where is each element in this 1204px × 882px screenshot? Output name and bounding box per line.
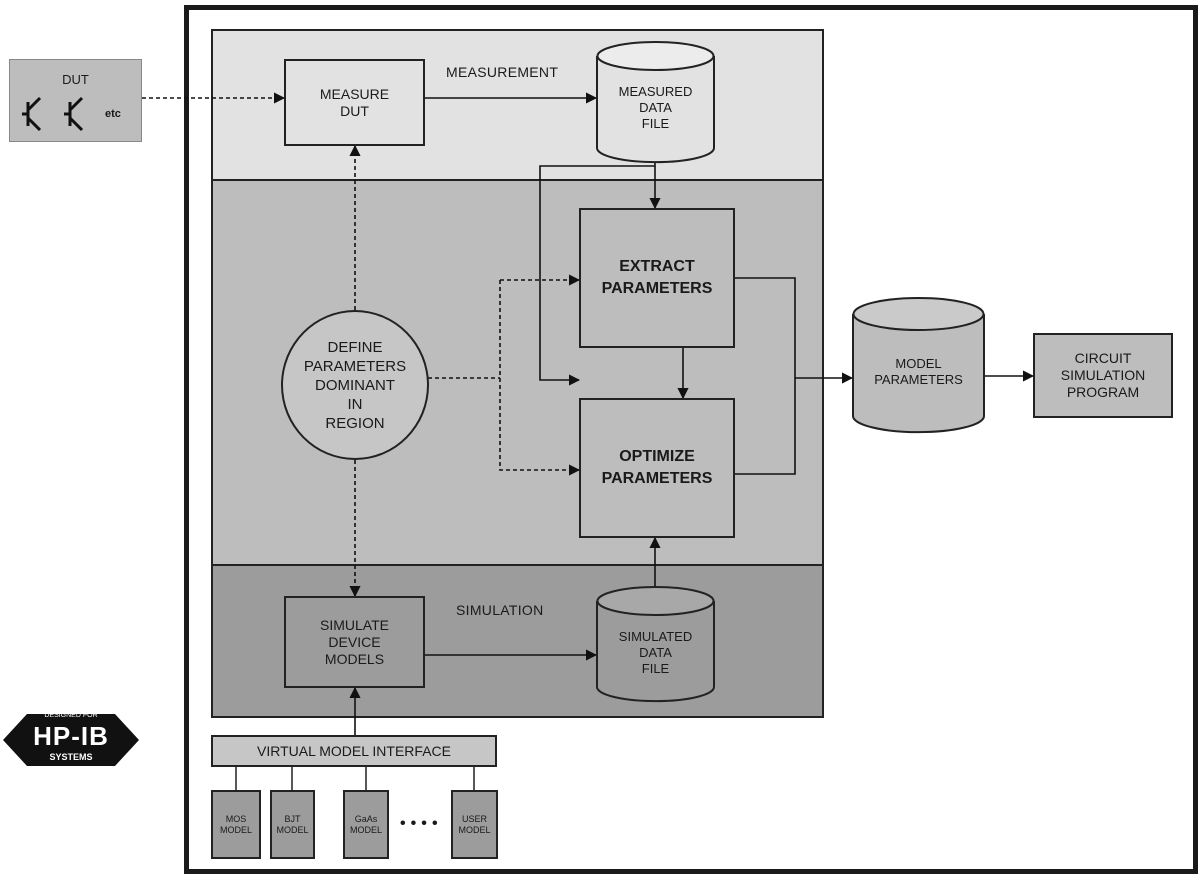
circuit-simulation-box: CIRCUIT SIMULATION PROGRAM <box>1033 333 1173 418</box>
model-parameters-cylinder: MODEL PARAMETERS <box>852 296 985 434</box>
gaas-model-box: GaAs MODEL <box>343 790 389 859</box>
virtual-model-interface-box: VIRTUAL MODEL INTERFACE <box>211 735 497 767</box>
hp-ib-logo-shape <box>3 714 139 766</box>
simulated-data-file-cylinder: SIMULATED DATA FILE <box>596 585 715 703</box>
simulate-device-models-box: SIMULATE DEVICE MODELS <box>284 596 425 688</box>
hp-ib-logo: DESIGNED FOR HP-IB SYSTEMS <box>3 708 139 772</box>
hp-ib-logo-bottom: SYSTEMS <box>49 752 93 762</box>
extract-parameters-box: EXTRACT PARAMETERS <box>579 208 735 348</box>
hp-ib-logo-main: HP-IB <box>33 721 109 751</box>
measured-data-file-cylinder: MEASURED DATA FILE <box>596 40 715 164</box>
measure-dut-box: MEASURE DUT <box>284 59 425 146</box>
simulated-data-file-label: SIMULATED DATA FILE <box>618 629 693 676</box>
cylinder-shape <box>852 297 985 434</box>
dut-box: DUT etc <box>9 59 142 142</box>
user-model-box: USER MODEL <box>451 790 498 859</box>
dut-label: DUT <box>62 72 89 87</box>
optimize-parameters-box: OPTIMIZE PARAMETERS <box>579 398 735 538</box>
measured-data-file-label: MEASURED DATA FILE <box>618 84 693 131</box>
model-parameters-label: MODEL PARAMETERS <box>874 356 963 387</box>
mos-model-box: MOS MODEL <box>211 790 261 859</box>
cylinder-shape <box>596 41 715 164</box>
transistor-icon <box>22 96 84 132</box>
ellipsis: • • • • <box>400 815 438 832</box>
simulation-label: SIMULATION <box>456 602 544 618</box>
measurement-label: MEASUREMENT <box>446 64 559 80</box>
bjt-model-box: BJT MODEL <box>270 790 315 859</box>
define-parameters-circle: DEFINE PARAMETERS DOMINANT IN REGION <box>281 310 429 460</box>
dut-etc-label: etc <box>105 108 121 120</box>
cylinder-shape <box>596 586 715 703</box>
hp-ib-logo-top: DESIGNED FOR <box>44 712 98 719</box>
